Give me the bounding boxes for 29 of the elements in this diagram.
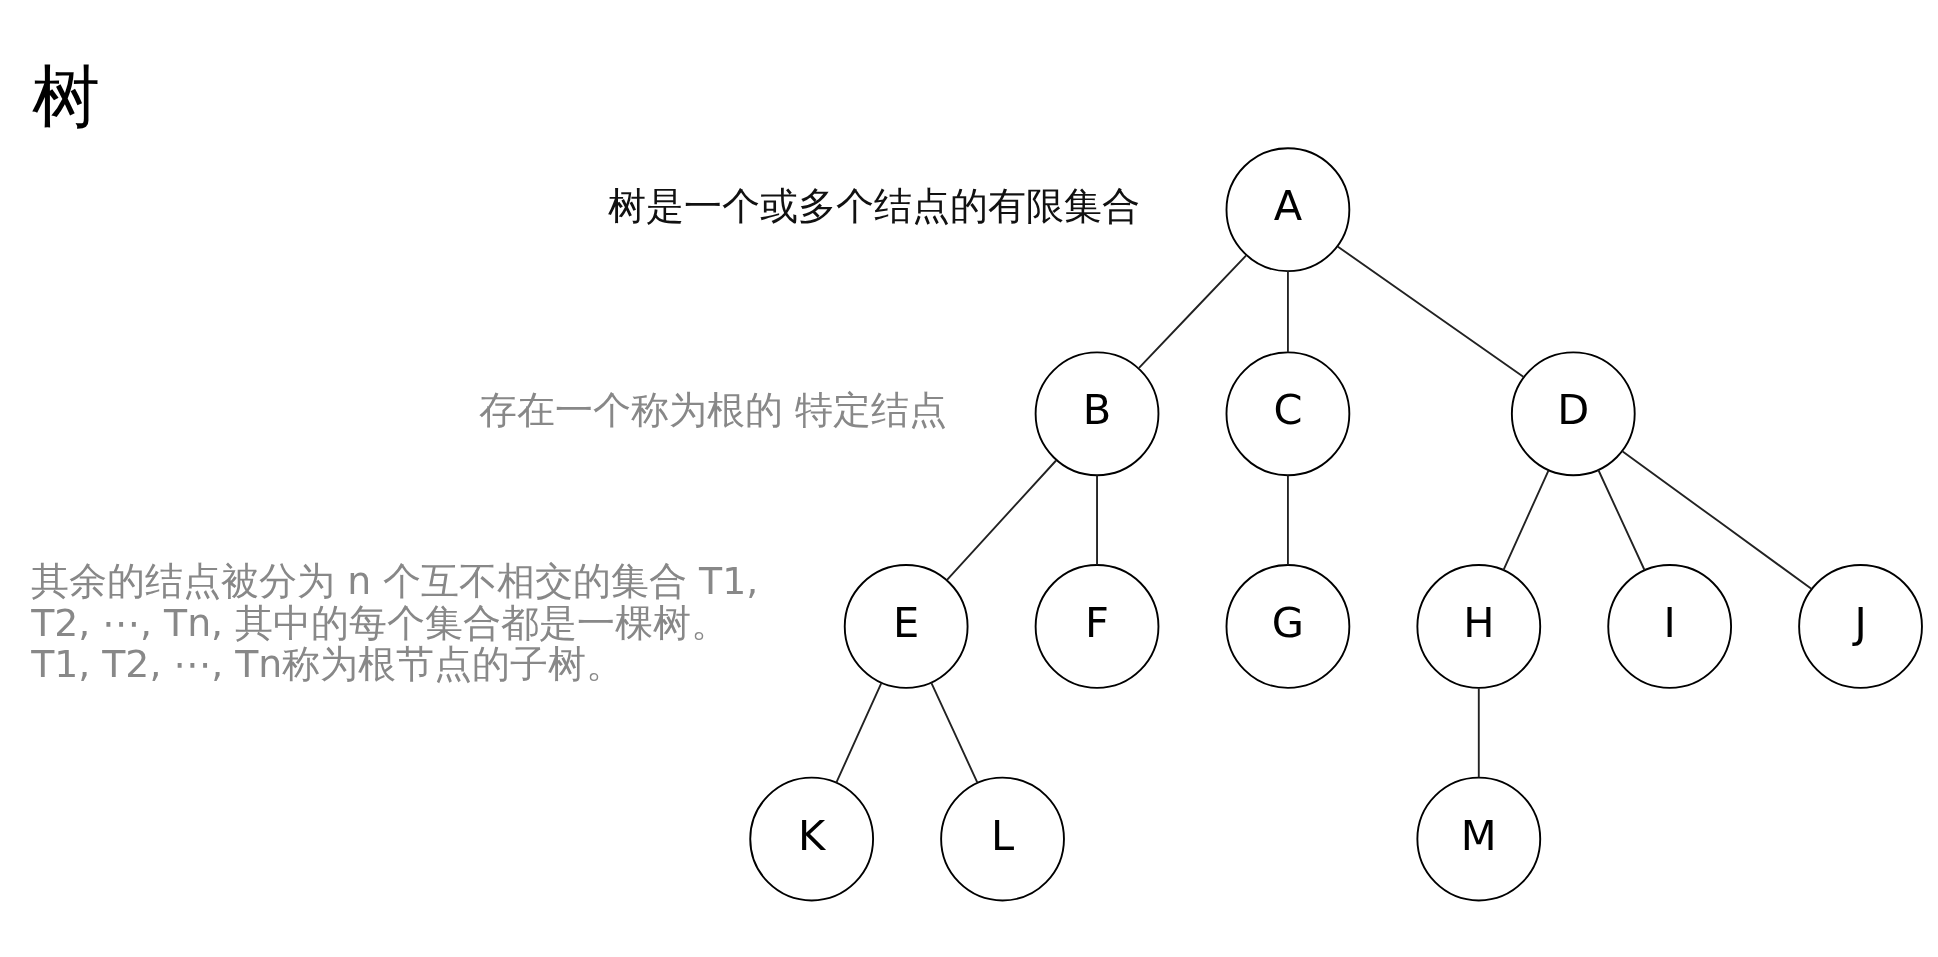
node-circle: F (1034, 563, 1160, 689)
node-circle: J (1798, 563, 1923, 689)
connector (1621, 450, 1813, 590)
connector (835, 681, 883, 784)
node-circle: K (749, 776, 875, 901)
label: 存在一个称为根的 特定结点 (479, 387, 948, 432)
connector (1336, 245, 1525, 378)
connector (1096, 474, 1098, 566)
connector (1286, 474, 1289, 566)
connector (1477, 686, 1480, 778)
node-circle: C (1225, 350, 1351, 476)
connector (1502, 469, 1550, 571)
connector (1138, 253, 1248, 369)
node-circle: L (940, 776, 1065, 901)
connector (1286, 269, 1289, 353)
node-circle: D (1510, 350, 1636, 476)
node-circle: E (843, 563, 969, 689)
connector (946, 459, 1058, 581)
node-circle: I (1607, 563, 1733, 689)
node-circle: A (1225, 146, 1351, 272)
label: 树是一个或多个结点的有限集合 (607, 183, 1140, 228)
node-circle: B (1034, 350, 1160, 476)
label: 其余的结点被分为 n 个互不相交的集合 T1, T2, ⋯, Tn, 其中的每个集合都是一棵树。T1, T2, ⋯, Tn称为根节点的子树。 (31, 558, 759, 686)
connector (930, 681, 979, 783)
node-circle: G (1225, 563, 1351, 689)
node-circle: M (1416, 776, 1542, 901)
node-circle: H (1416, 563, 1542, 689)
connector (1597, 468, 1646, 571)
diagram-title: 树 (32, 56, 101, 136)
